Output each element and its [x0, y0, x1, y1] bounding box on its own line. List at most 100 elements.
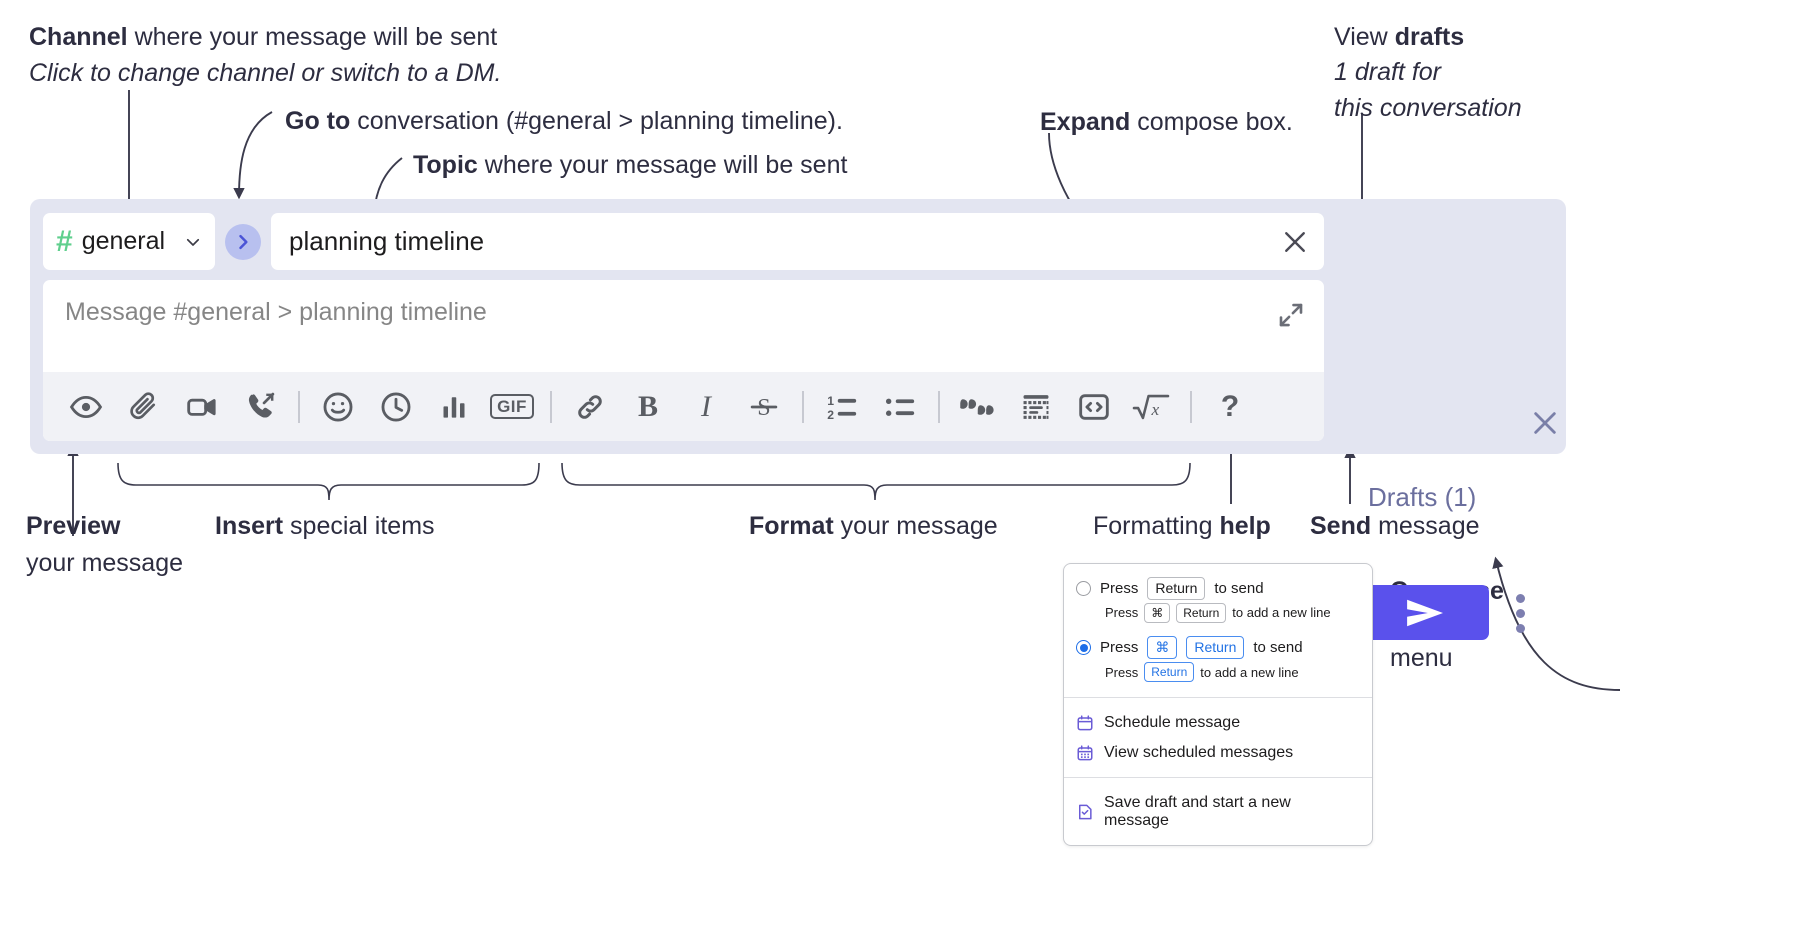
annotation-drafts-line2: 1 draft for — [1334, 58, 1441, 87]
send-option-return-post: to send — [1214, 579, 1264, 597]
strikethrough-button[interactable]: S — [735, 378, 793, 436]
expand-compose-button[interactable] — [1276, 300, 1306, 330]
send-option-cmd-hint: Press Return to add a new line — [1064, 660, 1372, 688]
code-block-button[interactable] — [1007, 378, 1065, 436]
annotation-topic-rest: where your message will be sent — [477, 151, 848, 179]
goto-conversation-button[interactable] — [225, 223, 261, 260]
ordered-list-button[interactable]: 1 2 — [813, 378, 871, 436]
gif-label: GIF — [490, 393, 534, 420]
annotation-compose-line3: menu — [1390, 644, 1453, 672]
topic-value: planning timeline — [289, 226, 485, 256]
compose-options-menu: Press Return to send Press ⌘ Return to a… — [1063, 563, 1373, 847]
quote-icon — [960, 398, 994, 415]
radio-unselected-icon[interactable] — [1076, 580, 1091, 596]
reminder-button[interactable] — [367, 378, 425, 436]
menu-item-save-draft[interactable]: Save draft and start a new message — [1064, 788, 1372, 836]
record-video-button[interactable] — [173, 378, 231, 436]
message-input[interactable]: Message #general > planning timeline — [43, 280, 1324, 372]
hint-pre: Press — [1105, 664, 1139, 680]
code-block-icon — [1023, 394, 1049, 419]
key-return: Return — [1144, 661, 1195, 683]
chevron-right-icon — [239, 234, 248, 249]
hint-post: to add a new line — [1232, 605, 1331, 621]
menu-item-schedule-message[interactable]: Schedule message — [1064, 708, 1372, 738]
message-box: Message #general > planning timeline — [43, 280, 1324, 441]
chevron-down-icon — [186, 238, 200, 246]
send-option-return-hint: Press ⌘ Return to add a new line — [1064, 601, 1372, 629]
link-button[interactable] — [561, 378, 619, 436]
menu-item-label: Schedule message — [1104, 714, 1241, 732]
italic-button[interactable]: I — [677, 378, 735, 436]
annotation-formatting-help: Formatting help — [1093, 511, 1271, 542]
calendar-grid-icon — [1076, 744, 1094, 762]
key-command: ⌘ — [1147, 636, 1178, 659]
emoji-button[interactable] — [309, 378, 367, 436]
draft-section: Save draft and start a new message — [1064, 777, 1372, 845]
annotation-channel: Channel where your message will be sent … — [29, 22, 501, 90]
radio-selected-icon[interactable] — [1076, 640, 1091, 656]
code-button[interactable] — [1065, 378, 1123, 436]
channel-picker[interactable]: # general — [43, 213, 215, 270]
drafts-link[interactable]: Drafts (1) — [1368, 482, 1477, 512]
bulleted-list-button[interactable] — [871, 378, 929, 436]
annotation-expand-bold: Expand — [1040, 108, 1131, 136]
preview-button[interactable] — [57, 378, 115, 436]
toolbar-separator — [298, 390, 300, 423]
annotation-help-bold: help — [1219, 512, 1271, 540]
compose-header-row: # general planning timeline — [43, 213, 1324, 270]
clear-topic-icon[interactable] — [1280, 227, 1310, 257]
menu-item-label: View scheduled messages — [1104, 744, 1294, 762]
menu-item-view-scheduled-messages[interactable]: View scheduled messages — [1064, 738, 1372, 768]
kebab-dot — [1515, 623, 1525, 633]
annotation-help-plain: Formatting — [1093, 512, 1220, 540]
send-option-return[interactable]: Press Return to send — [1064, 574, 1372, 601]
phone-arrow-icon — [248, 392, 274, 418]
annotation-channel-bold: Channel — [29, 23, 128, 51]
attach-file-button[interactable] — [115, 378, 173, 436]
annotation-send: Send message — [1310, 511, 1480, 542]
annotation-drafts: View drafts 1 draft for this conversatio… — [1334, 22, 1522, 124]
italic-label: I — [701, 389, 711, 423]
calendar-icon — [1076, 714, 1094, 732]
link-icon — [578, 394, 602, 419]
bold-button[interactable]: B — [619, 378, 677, 436]
key-return: Return — [1186, 636, 1245, 659]
math-button[interactable]: x — [1123, 378, 1181, 436]
code-icon — [1079, 393, 1109, 420]
question-mark-icon: ? — [1220, 389, 1240, 423]
annotation-format-bold: Format — [749, 512, 834, 540]
annotation-expand-rest: compose box. — [1130, 108, 1293, 136]
kebab-dot — [1515, 593, 1525, 603]
annotation-goto: Go to conversation (#general > planning … — [285, 106, 843, 137]
poll-button[interactable] — [425, 378, 483, 436]
message-placeholder: Message #general > planning timeline — [65, 298, 487, 326]
send-button[interactable] — [1363, 585, 1489, 640]
topic-field[interactable]: planning timeline — [271, 213, 1324, 270]
annotation-preview-bold: Preview — [26, 512, 121, 540]
schedule-section: Schedule message View sche — [1064, 697, 1372, 777]
smiley-icon — [323, 392, 353, 421]
compose-inner: # general planning timeline — [43, 213, 1324, 441]
annotation-channel-rest: where your message will be sent — [127, 23, 498, 51]
annotation-goto-rest: conversation (#general > planning timeli… — [350, 107, 843, 135]
annotation-insert: Insert special items — [215, 511, 435, 542]
annotation-topic-bold: Topic — [413, 151, 478, 179]
toolbar-separator — [802, 390, 804, 423]
paperclip-icon — [130, 391, 156, 419]
gif-button[interactable]: GIF — [483, 378, 541, 436]
send-shortcut-options: Press Return to send Press ⌘ Return to a… — [1064, 564, 1372, 697]
send-option-cmd-return[interactable]: Press ⌘ Return to send — [1064, 633, 1372, 660]
compose-options-button[interactable] — [1507, 588, 1533, 638]
close-icon[interactable] — [1529, 407, 1561, 439]
compose-panel: Drafts (1) # general — [30, 199, 1566, 640]
key-return: Return — [1176, 602, 1227, 624]
annotation-insert-rest: special items — [283, 512, 435, 540]
hint-pre: Press — [1105, 605, 1139, 621]
annotation-channel-sub: Click to change channel or switch to a D… — [29, 59, 502, 88]
record-audio-button[interactable] — [231, 378, 289, 436]
hint-post: to add a new line — [1200, 664, 1299, 680]
formatting-help-button[interactable]: ? — [1201, 378, 1259, 436]
blockquote-button[interactable] — [949, 378, 1007, 436]
annotation-send-rest: message — [1371, 512, 1480, 540]
